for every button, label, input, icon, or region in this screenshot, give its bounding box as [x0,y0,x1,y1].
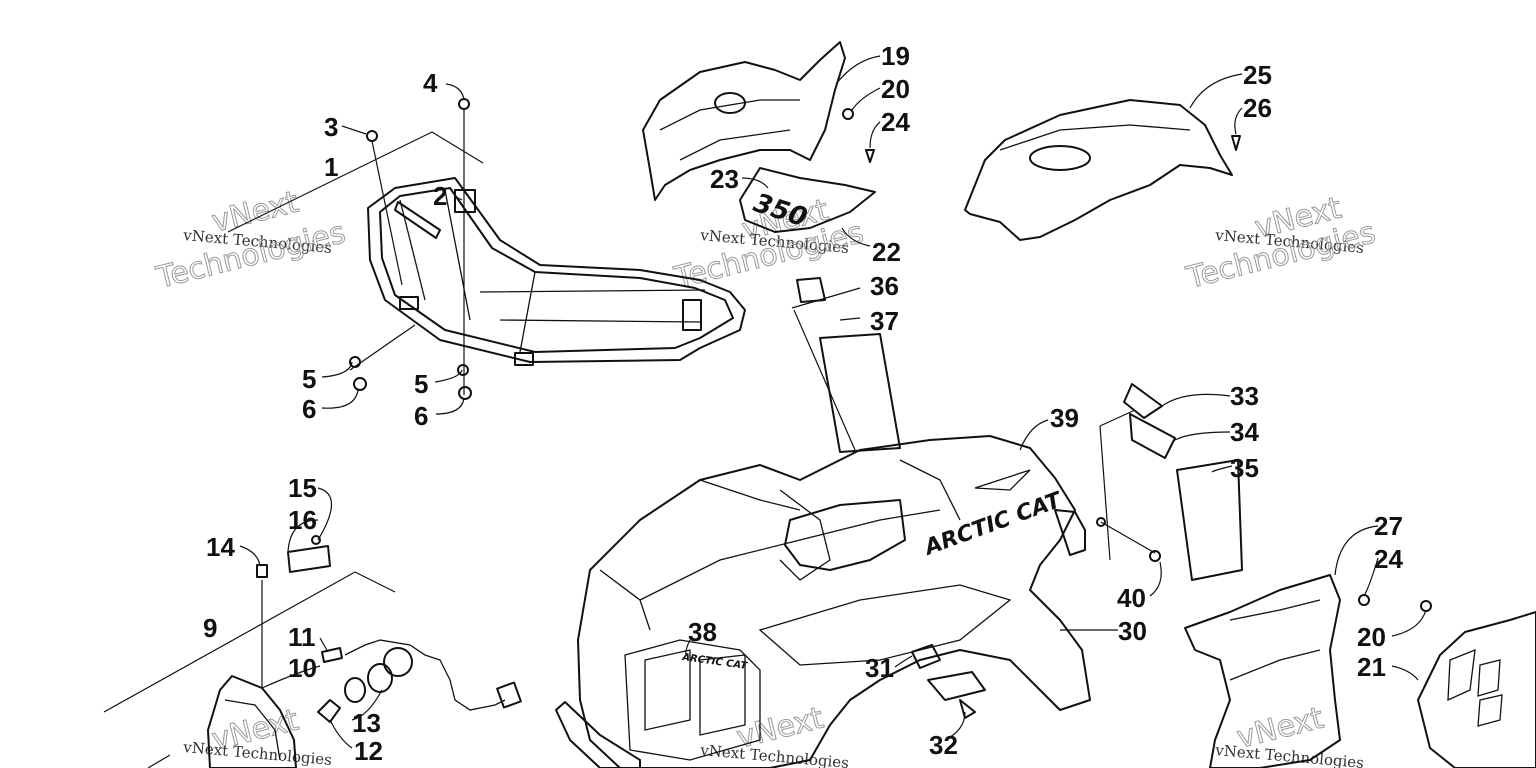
callout-13: 13 [352,708,381,738]
fender-mount-tab [1054,509,1086,556]
callout-24-top: 24 [881,107,910,137]
headlight-housing [207,675,297,768]
front-rack [367,177,746,366]
callout-4: 4 [423,68,438,98]
watermark-bottom-right: vNext vNext Technologies [1214,700,1365,768]
decal-36 [796,277,826,303]
rack-foot [399,296,419,310]
callout-19: 19 [881,41,910,71]
bulb-11 [321,647,343,663]
callout-20-top: 20 [881,74,910,104]
callout-23: 23 [710,164,739,194]
washer-nut-left [349,356,367,391]
watermark-bottom-center: vNext vNext Technologies [699,700,850,768]
watermark-left: vNext vNext Technologies Technologies [152,184,349,296]
callout-21: 21 [1357,652,1386,682]
callout-40: 40 [1117,583,1146,613]
callout-39: 39 [1050,403,1079,433]
callout-5-left: 5 [302,364,316,394]
screw-15 [311,535,321,545]
fastener-24-top [865,149,875,163]
socket-13 [344,663,393,703]
bulb-12 [317,699,341,723]
bolt-3 [366,130,403,286]
fender-panel-top-right [964,99,1233,241]
decal-34 [1129,413,1176,459]
callout-9: 9 [203,613,217,643]
callout-24-bottom: 24 [1374,544,1403,574]
fastener-20 [842,108,854,120]
callout-37: 37 [870,306,899,336]
bolt-4 [458,98,470,395]
fender-storage-opening [784,499,906,571]
callout-5-right: 5 [414,369,428,399]
callout-11: 11 [288,622,316,652]
callout-22: 22 [872,237,901,267]
callout-34: 34 [1230,417,1259,447]
front-fender-body [577,435,1106,768]
fastener-20-bottom [1420,600,1432,612]
front-bumper-piece [555,701,641,768]
brand-decal-front: ARCTIC CAT [681,652,749,672]
decal-35 [1176,459,1243,581]
decal-33 [1123,383,1163,419]
callout-33: 33 [1230,381,1259,411]
callout-31: 31 [865,653,894,683]
push-rivet-26 [1231,135,1241,151]
clip-31 [911,644,941,669]
callout-35: 35 [1230,453,1259,483]
callout-6-right: 6 [414,401,428,431]
callout-3: 3 [324,112,338,142]
callout-12: 12 [354,736,383,766]
callout-36: 36 [870,271,899,301]
callout-26: 26 [1243,93,1272,123]
callout-38: 38 [688,617,717,647]
watermark-center: vNext vNext Technologies Technologies [670,192,867,296]
bolt-40 [1149,550,1161,562]
reflector-16 [287,545,331,573]
rack-mount-bracket [682,299,702,331]
callout-2: 2 [433,181,447,211]
wire-harness [344,639,522,711]
side-panel-left [642,41,846,201]
callout-32: 32 [929,730,958,760]
callout-14: 14 [206,532,235,562]
brand-decal-side-text: ARCTIC CAT [920,487,1067,561]
clip-14 [256,564,268,578]
rack-grip-pad [394,201,441,239]
callout-16: 16 [288,505,317,535]
inner-fender-27 [1184,574,1341,768]
brand-decal-front-text: ARCTIC CAT [681,652,749,672]
latch-32 [927,671,986,719]
callout-15: 15 [288,473,317,503]
side-vent-panel-21 [1417,611,1536,768]
callout-20-bottom: 20 [1357,622,1386,652]
callout-1: 1 [324,152,338,182]
rack-foot [514,352,534,366]
watermark-right: vNext vNext Technologies Technologies [1182,190,1379,296]
watermark-bottom-left: vNext vNext Technologies [182,702,333,768]
callout-27: 27 [1374,511,1403,541]
callout-25: 25 [1243,60,1272,90]
washer-nut-right [457,364,472,400]
rack-plate [454,189,476,213]
callout-10: 10 [288,653,317,683]
fastener-24-bottom [1358,594,1370,606]
callout-30: 30 [1118,616,1147,646]
decal-37 [819,333,901,453]
callout-6-left: 6 [302,394,316,424]
